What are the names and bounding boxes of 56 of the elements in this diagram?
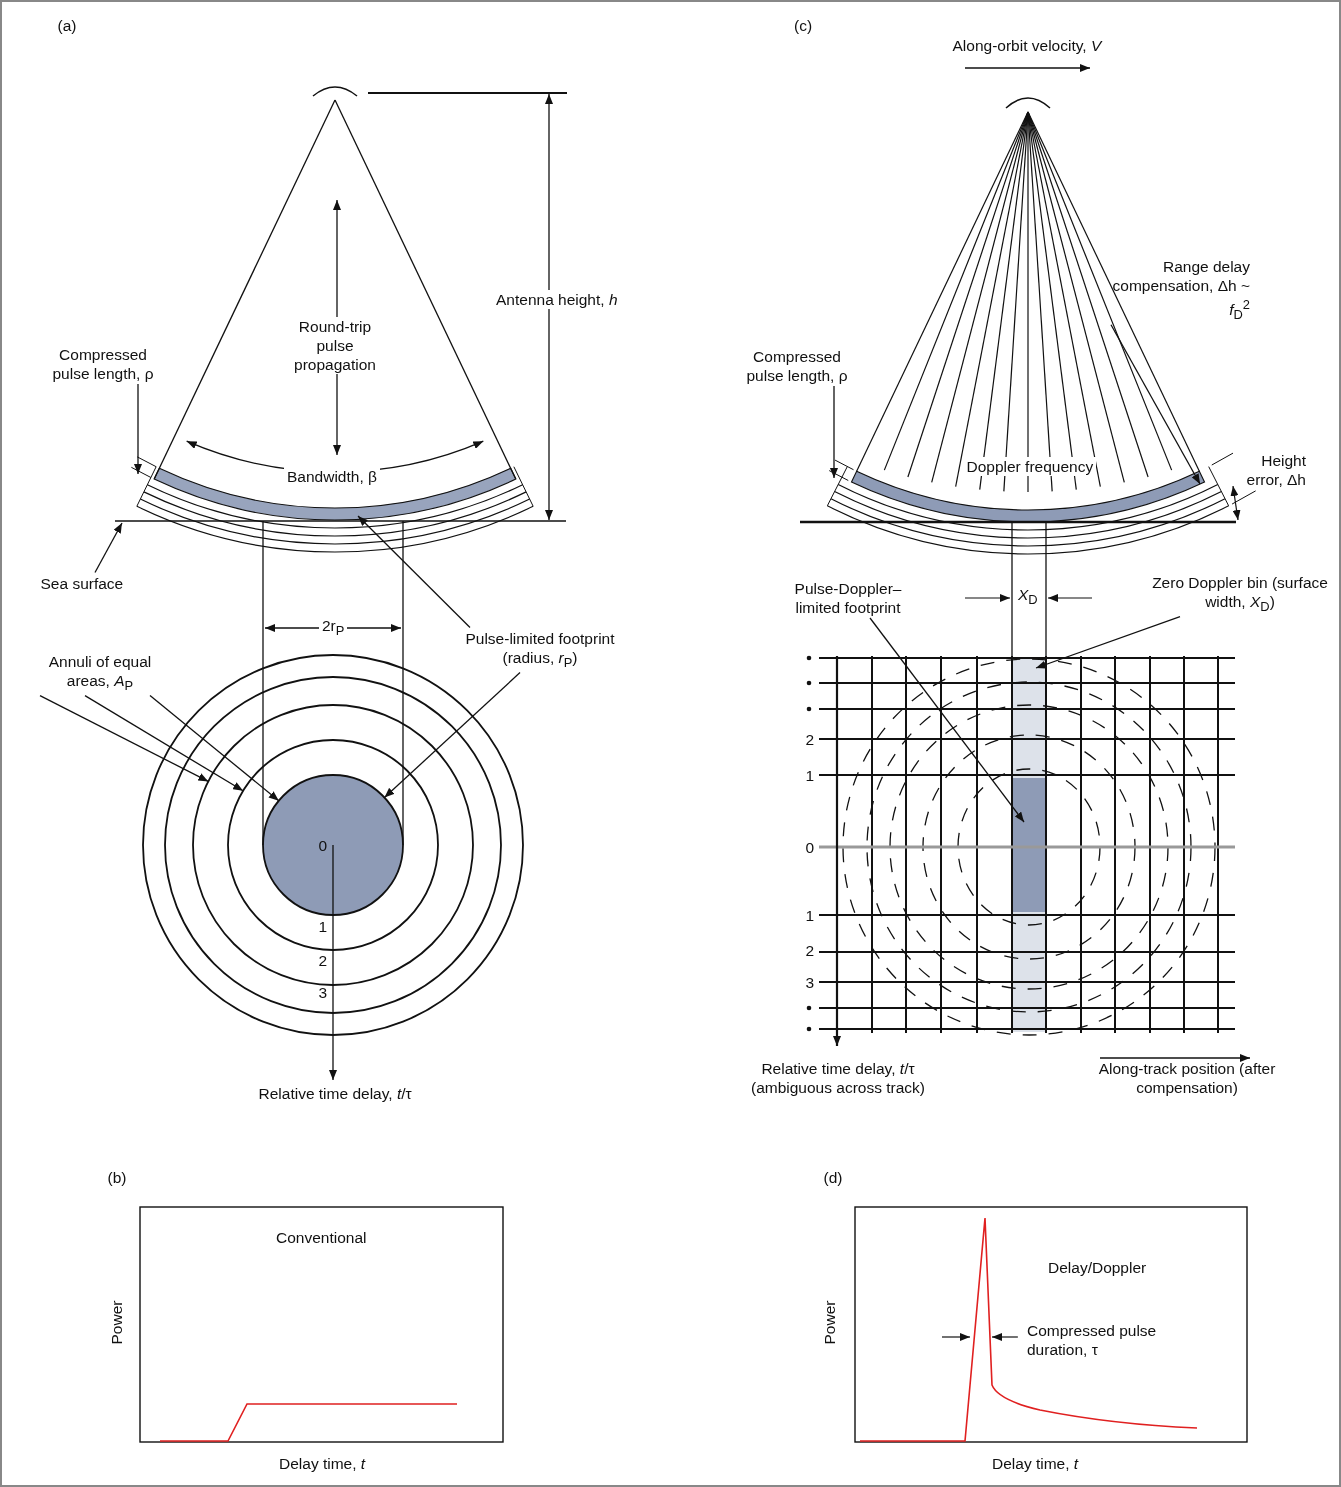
delay-number: 1 — [805, 765, 815, 785]
leader-line — [149, 694, 280, 802]
axis-label: Delay time, t — [992, 1453, 1079, 1473]
panel-label: (a) — [57, 15, 77, 35]
callout-text: Pulse-Doppler–limited footprint — [785, 579, 911, 617]
annulus-ring — [227, 739, 439, 951]
delay-number: 2 — [805, 729, 815, 749]
annotation-text: Compressed pulse duration, τ — [1027, 1321, 1158, 1359]
projection-line — [1045, 521, 1047, 659]
pulse-band — [153, 467, 517, 520]
arrow-label: Along-orbit velocity, V — [952, 35, 1102, 55]
axis-label: Relative time delay, t/τ (ambiguous across track) — [750, 1059, 926, 1097]
leader-line — [830, 385, 838, 479]
delay-number: 1 — [805, 905, 815, 925]
delay-number: 0 — [805, 837, 815, 857]
callout-text: Pulse-limited footprint (radius, r$_{P}$) — [445, 628, 635, 672]
leader-line — [1110, 324, 1201, 485]
axis-label: Power — [107, 1300, 127, 1344]
delay-number: 1 — [318, 916, 328, 936]
projection-line — [262, 520, 264, 846]
panel-label: (b) — [107, 1167, 127, 1187]
callout-text: Compressed pulse length, ρ — [43, 345, 163, 383]
projection-line — [402, 520, 404, 846]
panel-label: (c) — [794, 15, 813, 35]
delay-number: 2 — [318, 950, 328, 970]
leader-line — [383, 671, 521, 799]
axis-label: Relative time delay, t/τ — [258, 1083, 412, 1103]
callout-text: Compressed pulse length, ρ — [737, 347, 857, 385]
dimension-label: X$_{D}$ — [1018, 585, 1038, 610]
delay-number: 2 — [805, 940, 815, 960]
leader-line — [84, 694, 244, 792]
axis-label: Along-track position (after compensation) — [1097, 1059, 1277, 1097]
leader-line — [357, 515, 471, 629]
footprint-disc — [262, 774, 404, 916]
leader-line — [134, 383, 142, 475]
leader-line — [94, 522, 123, 574]
callout-text: Sea surface — [40, 573, 124, 593]
sea-surface-line — [114, 520, 567, 522]
panel-label: (d) — [823, 1167, 843, 1187]
callout-text: Zero Doppler bin (surface width, X$_{D}$) — [1150, 572, 1330, 616]
axis-label: Delay time, t — [279, 1453, 366, 1473]
footprint-cell — [1012, 778, 1046, 912]
arrow-label: Bandwidth, β — [284, 466, 380, 486]
leader-line — [39, 694, 209, 783]
delay-number: 0 — [318, 835, 328, 855]
axis-label: Power — [820, 1300, 840, 1344]
callout-text: Annuli of equal areas, A$_{P}$ — [35, 651, 165, 695]
plot-title: Delay/Doppler — [1048, 1257, 1147, 1277]
projection-line — [1011, 521, 1013, 659]
delay-number: 3 — [318, 982, 328, 1002]
leader-line — [869, 617, 1025, 823]
leader-line — [1035, 615, 1181, 669]
plot-title: Conventional — [276, 1227, 367, 1247]
delay-number: 3 — [805, 972, 815, 992]
annulus-ring — [192, 704, 474, 986]
dimension-label: Height error, Δh — [1245, 451, 1306, 489]
